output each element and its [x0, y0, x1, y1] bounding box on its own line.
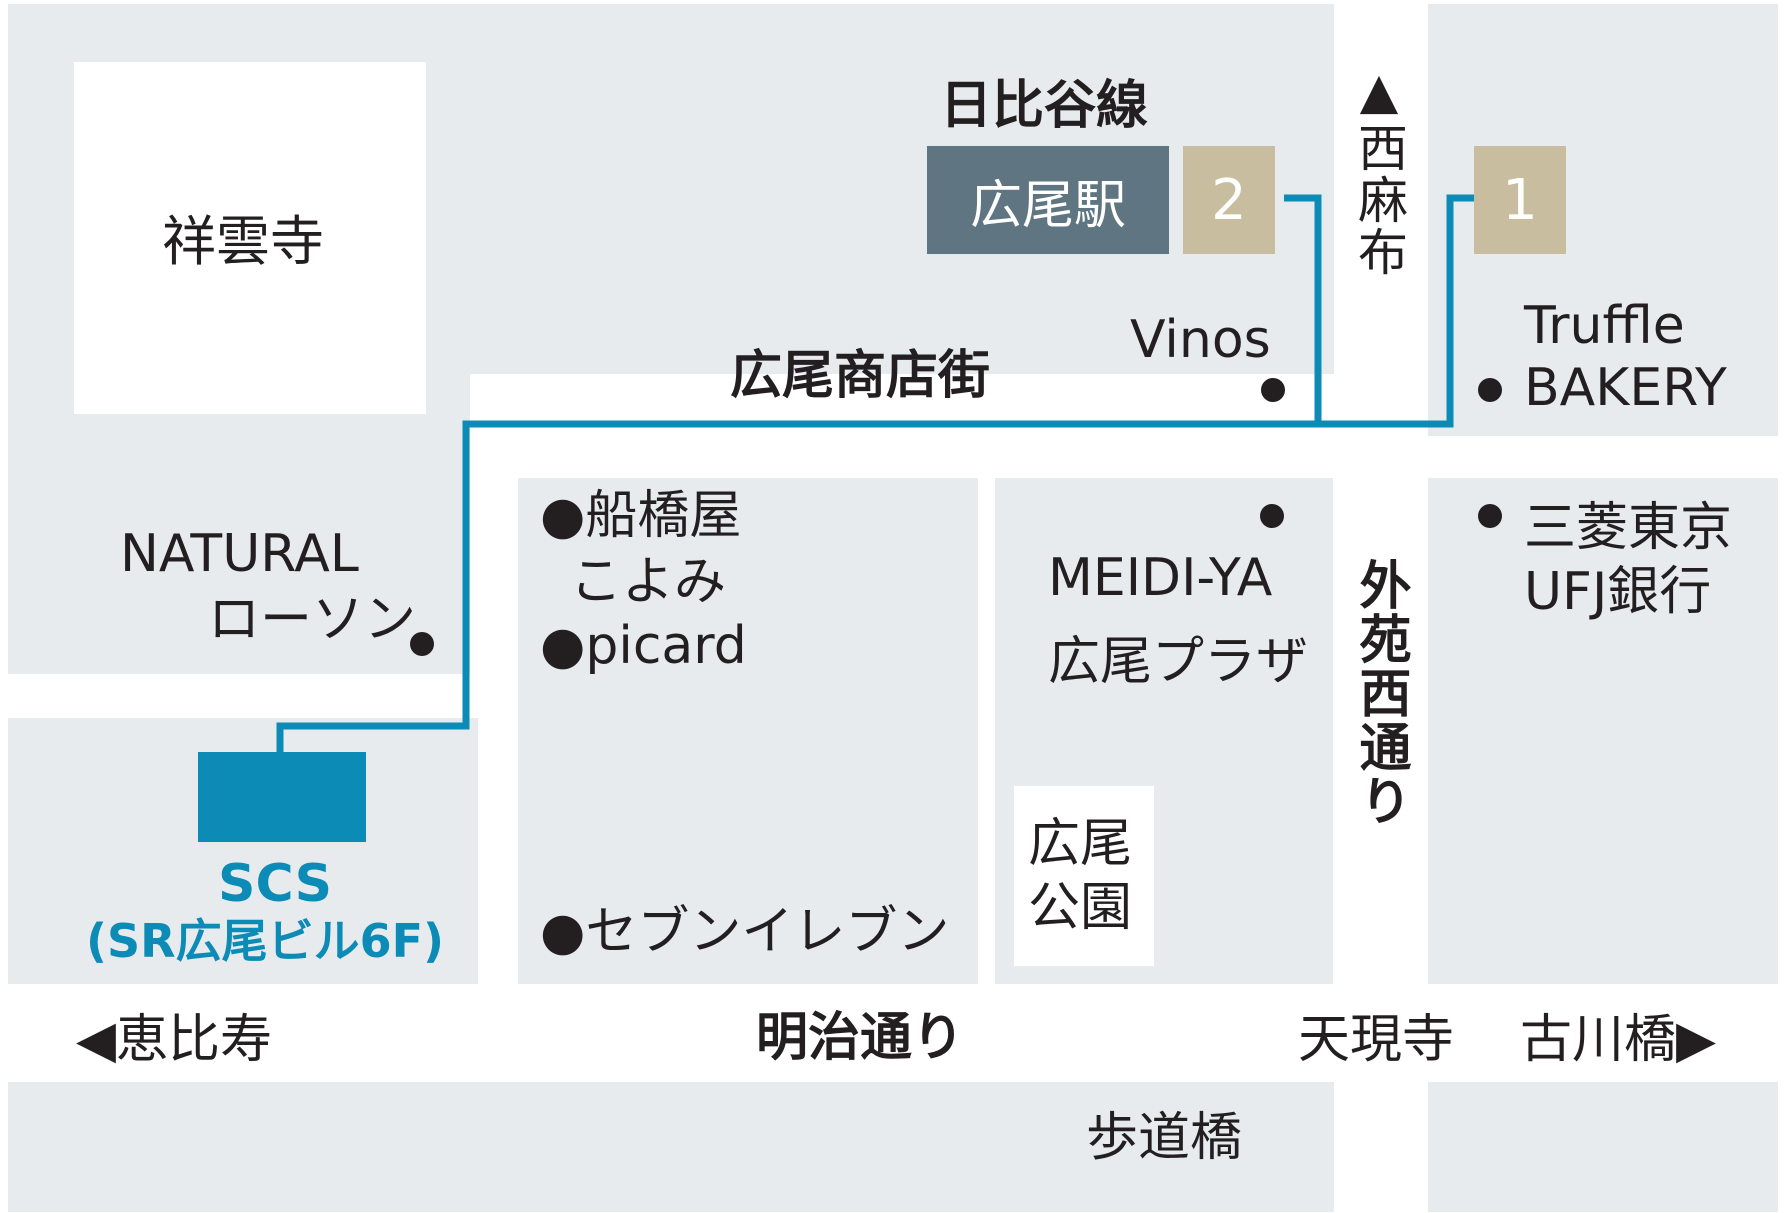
furukawabashi-direction-label: 古川橋▶: [1520, 1010, 1716, 1070]
footbridge-label: 歩道橋: [1086, 1108, 1243, 1168]
vinos-marker: [1261, 378, 1285, 402]
vinos-label: Vinos: [1130, 310, 1271, 370]
exit-2-label: 2: [1211, 167, 1247, 233]
meidiya-label-line1: MEIDI-YA: [1048, 548, 1273, 608]
mufg-label-line1: 三菱東京: [1524, 498, 1733, 558]
block-bottom-strip-left: [8, 1082, 1334, 1212]
hiroo-park-area: [1014, 786, 1154, 966]
natural-lawson-label-line1: NATURAL: [120, 524, 359, 584]
natural-lawson-label-line2: ローソン: [208, 590, 417, 650]
station-name: 広尾駅: [969, 175, 1126, 236]
park-label-line2: 公園: [1028, 878, 1133, 938]
nishiazabu-direction-label: ▲西麻布: [1350, 62, 1408, 278]
exit-1-label: 1: [1502, 167, 1538, 233]
shounji-label: 祥雲寺: [162, 210, 324, 273]
gaien-nishi-street-label: 外苑西通り: [1350, 558, 1410, 828]
funabashiya-label-line1: ●船橋屋: [540, 486, 742, 546]
mufg-label-line2: UFJ銀行: [1524, 562, 1712, 622]
truffle-marker: [1478, 378, 1502, 402]
exit-1-box: 1: [1474, 146, 1566, 254]
seven-eleven-label: ●セブンイレブン: [540, 902, 950, 962]
park-label-line1: 広尾: [1028, 814, 1133, 874]
meidiya-marker: [1260, 504, 1284, 528]
exit-2-box: 2: [1183, 146, 1275, 254]
route-path: [1284, 194, 1475, 428]
truffle-label-line2: BAKERY: [1524, 358, 1727, 418]
meidiya-label-line2: 広尾プラザ: [1048, 632, 1309, 692]
picard-label: ●picard: [540, 616, 747, 676]
truffle-label-line1: Truffle: [1524, 296, 1685, 356]
block-center-left: [518, 478, 978, 984]
shopping-street-label: 広尾商店街: [730, 346, 991, 406]
meiji-dori-label: 明治通り: [756, 1008, 965, 1068]
tengenji-label: 天現寺: [1298, 1010, 1455, 1070]
funabashiya-label-line2: こよみ: [570, 552, 727, 612]
destination-detail: (SR広尾ビル6F): [86, 914, 445, 968]
block-left-middle: [8, 374, 470, 674]
block-bottom-strip-right: [1428, 1082, 1778, 1212]
route-path-main: [276, 420, 1318, 752]
station-name-box: 広尾駅: [927, 146, 1169, 254]
mufg-marker: [1478, 504, 1502, 528]
subway-line-label: 日比谷線: [940, 76, 1149, 136]
destination-name: SCS: [218, 854, 333, 914]
ebisu-direction-label: ◀恵比寿: [76, 1010, 272, 1070]
shounji-temple-area: [74, 62, 426, 414]
natural-lawson-marker: [410, 632, 434, 656]
block-right: [1428, 478, 1778, 984]
scs-building-marker: [198, 752, 366, 842]
